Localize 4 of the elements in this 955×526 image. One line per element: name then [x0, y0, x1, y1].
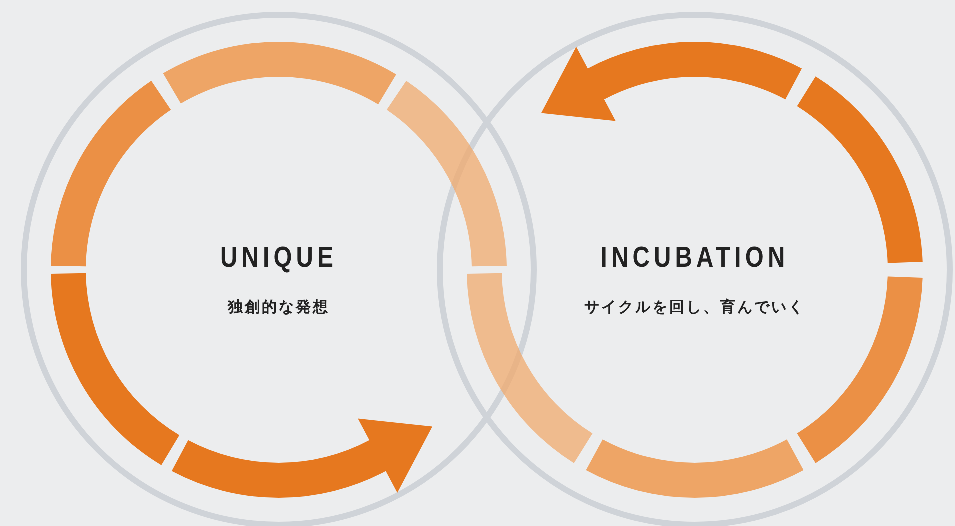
node-subtitle: サイクルを回し、育んでいく	[584, 298, 806, 317]
node-title: UNIQUE	[220, 242, 338, 275]
node-subtitle: 独創的な発想	[228, 298, 330, 317]
node-title: INCUBATION	[600, 242, 790, 275]
